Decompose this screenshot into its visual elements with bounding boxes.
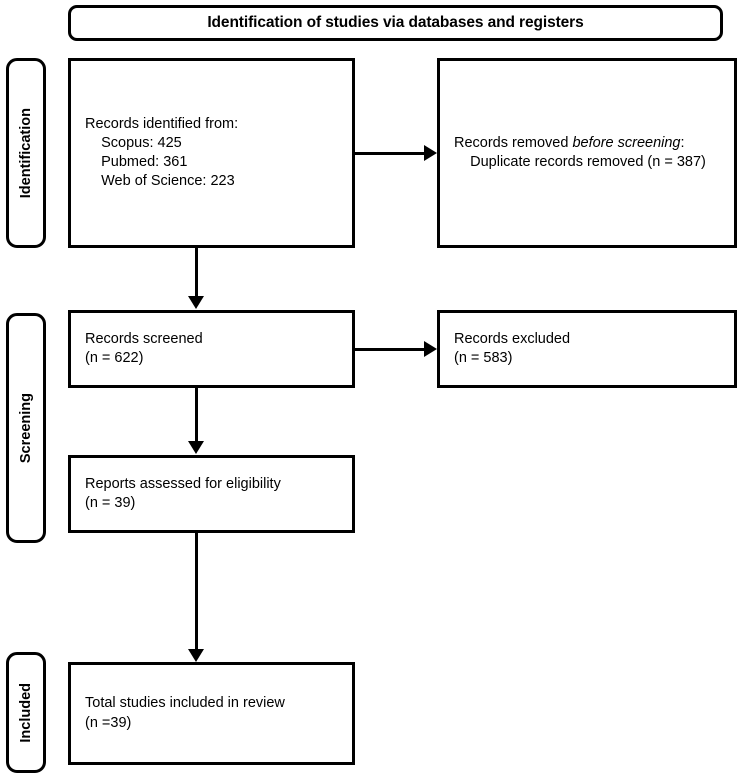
box-records-identified-text: Records identified from: Scopus: 425 Pub… <box>71 115 252 192</box>
stage-label-identification: Identification <box>6 58 46 248</box>
connector-identified-to-screened-line <box>195 248 198 298</box>
records-removed-detail: Duplicate records removed (n = 387) <box>454 154 706 170</box>
total-included-label: Total studies included in review <box>85 695 285 712</box>
records-screened-count: (n = 622) <box>85 350 144 366</box>
stage-label-identification-text: Identification <box>18 107 34 199</box>
records-identified-source-wos: Web of Science: 223 <box>85 173 235 190</box>
stage-label-screening-text: Screening <box>18 392 34 464</box>
total-included-count: (n =39) <box>85 714 132 731</box>
connector-identified-to-removed-line <box>355 152 425 155</box>
stage-label-screening: Screening <box>6 313 46 543</box>
stage-label-included: Included <box>6 652 46 773</box>
connector-screened-to-excluded-arrow-icon <box>424 341 437 357</box>
diagram-header-banner: Identification of studies via databases … <box>68 5 723 41</box>
box-total-included-text: Total studies included in review (n =39) <box>71 694 299 732</box>
records-identified-source-pubmed: Pubmed: 361 <box>85 154 188 170</box>
box-records-excluded: Records excluded (n = 583) <box>437 310 737 388</box>
connector-identified-to-removed-arrow-icon <box>424 145 437 161</box>
box-records-identified: Records identified from: Scopus: 425 Pub… <box>68 58 355 248</box>
diagram-title: Identification of studies via databases … <box>207 14 584 32</box>
box-total-studies-included: Total studies included in review (n =39) <box>68 662 355 765</box>
reports-assessed-label: Reports assessed for eligibility <box>85 475 281 492</box>
connector-assessed-to-included-line <box>195 533 198 651</box>
records-excluded-count: (n = 583) <box>454 350 513 366</box>
connector-screened-to-assessed-arrow-icon <box>188 441 204 454</box>
records-excluded-label: Records excluded <box>454 330 571 347</box>
records-removed-emphasis: before screening <box>572 134 681 151</box>
records-removed-lead: Records removed <box>454 134 573 151</box>
records-removed-colon: : <box>680 134 685 151</box>
box-records-removed-text: Records removed before screening: Duplic… <box>440 134 720 172</box>
records-identified-source-scopus: Scopus: 425 <box>85 134 182 151</box>
connector-assessed-to-included-arrow-icon <box>188 649 204 662</box>
box-records-excluded-text: Records excluded (n = 583) <box>440 330 584 368</box>
connector-identified-to-screened-arrow-icon <box>188 296 204 309</box>
connector-screened-to-assessed-line <box>195 388 198 443</box>
connector-screened-to-excluded-line <box>355 348 425 351</box>
records-identified-heading: Records identified from: <box>85 115 239 132</box>
box-reports-assessed-text: Reports assessed for eligibility (n = 39… <box>71 475 295 513</box>
box-reports-assessed-for-eligibility: Reports assessed for eligibility (n = 39… <box>68 455 355 533</box>
reports-assessed-count: (n = 39) <box>85 495 136 511</box>
box-records-removed: Records removed before screening: Duplic… <box>437 58 737 248</box>
records-screened-label: Records screened <box>85 330 203 347</box>
stage-label-included-text: Included <box>18 682 34 743</box>
box-records-screened-text: Records screened (n = 622) <box>71 330 217 368</box>
box-records-screened: Records screened (n = 622) <box>68 310 355 388</box>
